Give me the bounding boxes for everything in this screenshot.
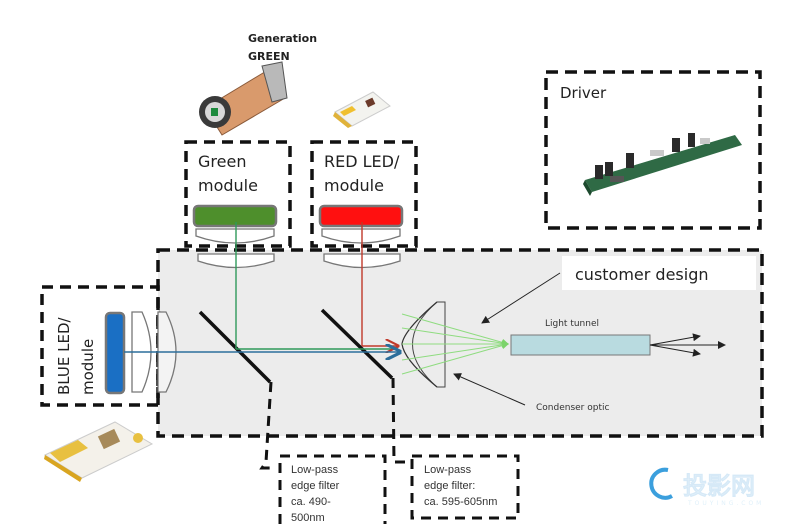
filter2-leader <box>391 377 408 464</box>
blue-module-label-1: BLUE LED/ <box>55 316 73 395</box>
converging-rays <box>401 313 509 375</box>
watermark-ring-icon <box>649 467 673 500</box>
red-module: RED LED/ module <box>310 140 418 269</box>
filter1-leader <box>259 381 276 470</box>
driver-module: Driver <box>544 70 762 230</box>
blue-led-emitter <box>104 311 126 395</box>
green-led-product-image <box>199 61 288 136</box>
filter2-text-3: ca. 595-605nm <box>424 496 497 508</box>
red-module-label-1: RED LED/ <box>324 152 400 171</box>
generation-green-label: GREEN <box>248 50 290 63</box>
red-module-label-2: module <box>324 176 384 195</box>
customer-design-label: customer design <box>575 265 709 284</box>
driver-board-image <box>583 133 742 196</box>
filter1-text-4: 500nm <box>291 512 325 524</box>
blue-module: BLUE LED/ module <box>40 285 177 407</box>
customer-design-pointer <box>481 272 561 324</box>
generation-label: Generation <box>248 32 317 45</box>
green-module-label-2: module <box>198 176 258 195</box>
customer-design-label-bg <box>562 256 756 290</box>
filter2-text-1: Low-pass <box>424 464 472 476</box>
driver-label: Driver <box>560 84 607 102</box>
filter1-text-3: ca. 490- <box>291 496 331 508</box>
green-module: Green module <box>184 140 292 269</box>
output-rays <box>649 333 726 357</box>
red-lens-1 <box>321 228 401 244</box>
light-tunnel-label: Light tunnel <box>545 319 599 329</box>
filter1-text-1: Low-pass <box>291 464 339 476</box>
watermark-logo: 投影网 TOUYING.COM <box>649 467 764 507</box>
filter2-callout: Low-pass edge filter: ca. 595-605nm <box>410 454 520 520</box>
light-tunnel <box>510 334 651 356</box>
red-led-product-image <box>333 91 391 128</box>
green-lens-1 <box>195 228 275 244</box>
red-led-emitter <box>318 204 404 228</box>
blue-module-label-2: module <box>79 339 97 395</box>
filter1-callout: Low-pass edge filter ca. 490- 500nm <box>278 454 387 524</box>
filter2-text-2: edge filter: <box>424 480 475 492</box>
watermark-subtext: TOUYING.COM <box>687 500 764 507</box>
green-module-label-1: Green <box>198 152 246 171</box>
condenser-optic-label: Condenser optic <box>536 403 609 413</box>
watermark-text: 投影网 <box>683 472 755 500</box>
blue-led-product-image <box>43 421 154 482</box>
green-led-emitter <box>192 204 278 228</box>
condenser-optic-pointer <box>453 373 526 406</box>
filter1-text-2: edge filter <box>291 480 340 492</box>
dichroic-mirror-2 <box>320 308 394 380</box>
dichroic-mirror-1 <box>198 310 272 384</box>
customer-design-panel: customer design <box>156 248 764 438</box>
